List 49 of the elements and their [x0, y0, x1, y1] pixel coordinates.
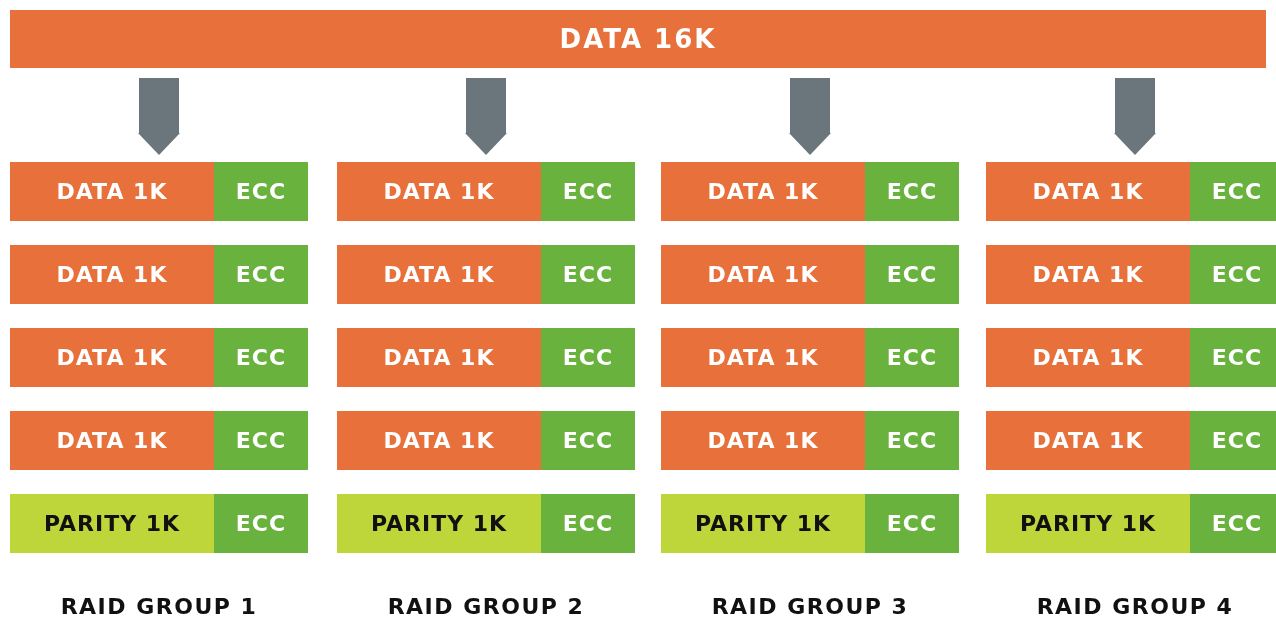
ecc-block: ECC [214, 162, 308, 221]
ecc-block: ECC [214, 328, 308, 387]
data-block: DATA 1K [661, 328, 865, 387]
parity-block: PARITY 1K [986, 494, 1190, 553]
data-block: DATA 1K [337, 411, 541, 470]
data-block: DATA 1K [10, 245, 214, 304]
ecc-block: ECC [1190, 245, 1276, 304]
parity-block: PARITY 1K [10, 494, 214, 553]
ecc-block: ECC [214, 411, 308, 470]
data-block: DATA 1K [986, 411, 1190, 470]
data-block: DATA 1K [10, 162, 214, 221]
data-block: DATA 1K [337, 245, 541, 304]
group-label: RAID GROUP 4 [1035, 594, 1235, 619]
ecc-block: ECC [1190, 162, 1276, 221]
parity-block: PARITY 1K [661, 494, 865, 553]
ecc-block: ECC [865, 245, 959, 304]
ecc-block: ECC [214, 494, 308, 553]
data-block: DATA 1K [337, 162, 541, 221]
data-block: DATA 1K [10, 411, 214, 470]
group-label: RAID GROUP 1 [59, 594, 259, 619]
arrow [465, 78, 507, 155]
arrow [789, 78, 831, 155]
ecc-block: ECC [541, 245, 635, 304]
ecc-block: ECC [1190, 328, 1276, 387]
ecc-block: ECC [865, 411, 959, 470]
parity-block: PARITY 1K [337, 494, 541, 553]
ecc-block: ECC [1190, 411, 1276, 470]
ecc-block: ECC [541, 411, 635, 470]
group-label: RAID GROUP 2 [386, 594, 586, 619]
data-block: DATA 1K [661, 245, 865, 304]
data-block: DATA 1K [661, 411, 865, 470]
data-bar: DATA 16K [10, 10, 1266, 68]
ecc-block: ECC [865, 328, 959, 387]
ecc-block: ECC [541, 328, 635, 387]
data-block: DATA 1K [661, 162, 865, 221]
group-label: RAID GROUP 3 [710, 594, 910, 619]
data-block: DATA 1K [10, 328, 214, 387]
ecc-block: ECC [1190, 494, 1276, 553]
ecc-block: ECC [541, 162, 635, 221]
arrow [1114, 78, 1156, 155]
data-block: DATA 1K [337, 328, 541, 387]
data-block: DATA 1K [986, 245, 1190, 304]
ecc-block: ECC [865, 162, 959, 221]
arrow [138, 78, 180, 155]
data-block: DATA 1K [986, 162, 1190, 221]
ecc-block: ECC [865, 494, 959, 553]
data-block: DATA 1K [986, 328, 1190, 387]
ecc-block: ECC [214, 245, 308, 304]
ecc-block: ECC [541, 494, 635, 553]
